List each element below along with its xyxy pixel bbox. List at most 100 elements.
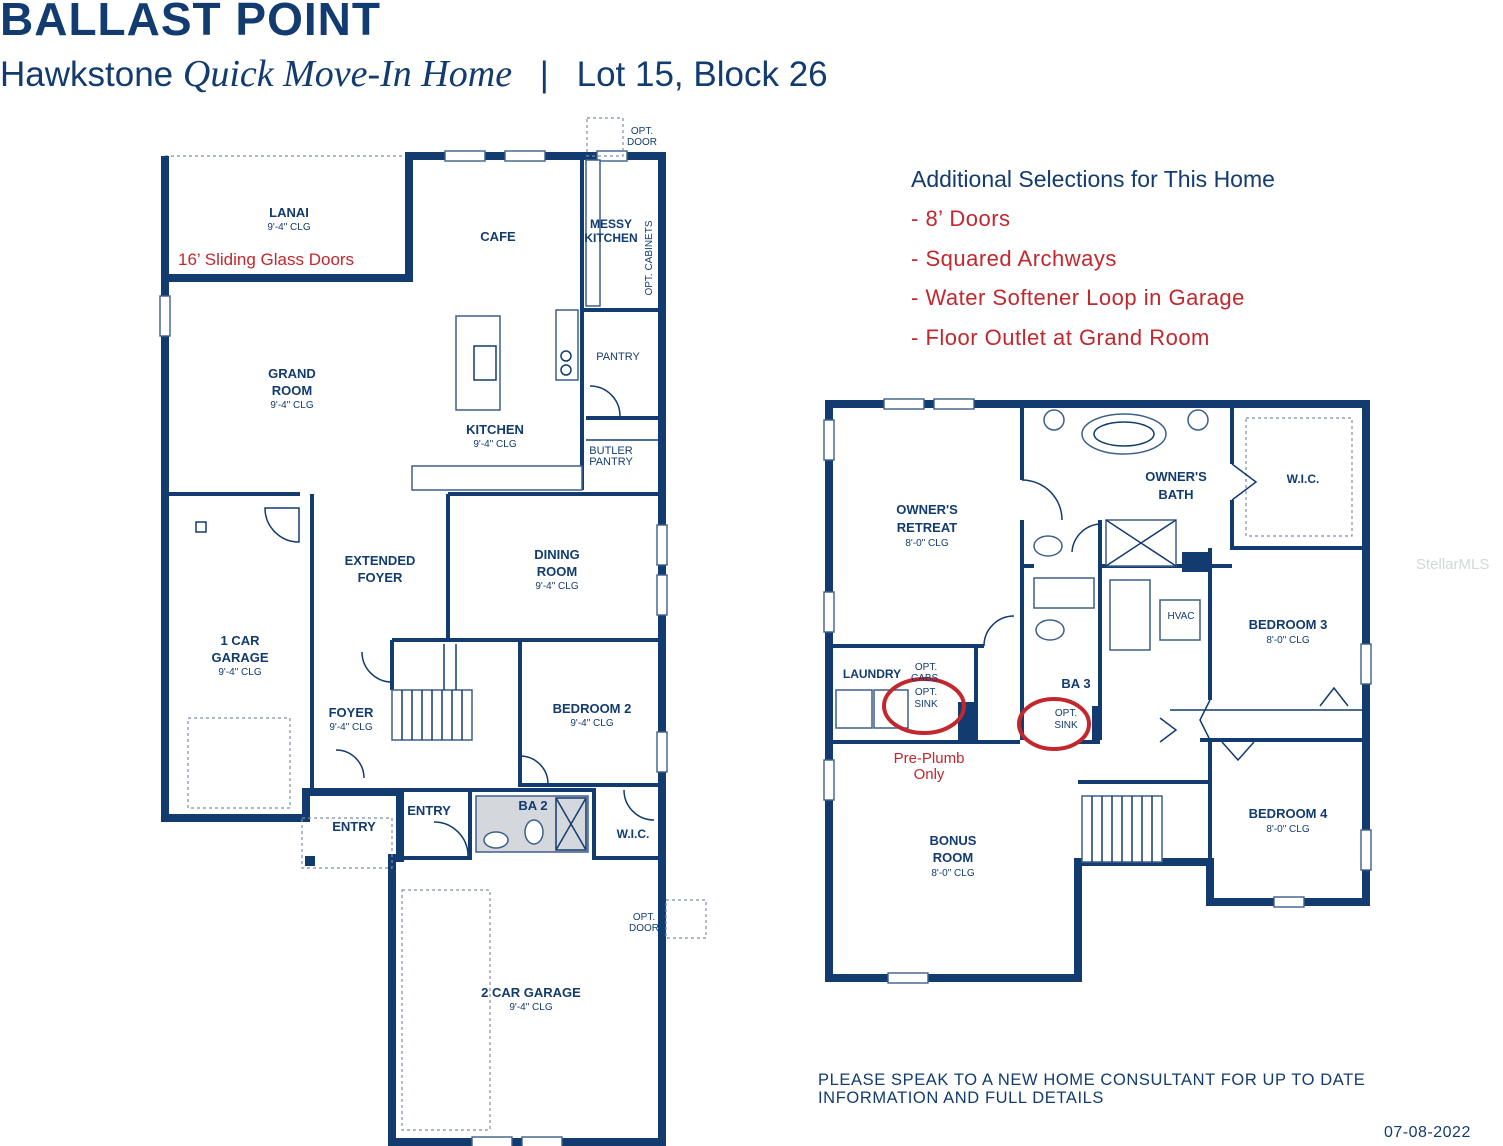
hvac-label: HVAC — [1167, 611, 1194, 622]
svg-text:9'-4" CLG: 9'-4" CLG — [329, 722, 372, 733]
opt-cabs-label-1: OPT. — [915, 662, 937, 673]
dining-room-label-1: DINING — [534, 547, 580, 562]
svg-text:FOYER: FOYER — [358, 570, 403, 585]
svg-text:1 CAR: 1 CAR — [220, 633, 260, 648]
svg-text:W.I.C.: W.I.C. — [617, 827, 650, 841]
page-subtitle: Hawkstone Quick Move-In Home | Lot 15, B… — [0, 52, 828, 96]
consultant-note: PLEASE SPEAK TO A NEW HOME CONSULTANT FO… — [818, 1071, 1458, 1107]
lanai-label: LANAI — [269, 205, 309, 220]
pre-plumb-callout-2: Only — [914, 766, 945, 783]
opt-sink-laundry-label-1: OPT. — [915, 687, 937, 698]
svg-text:ENTRY: ENTRY — [407, 803, 451, 818]
extended-foyer-label-1: EXTENDED — [345, 553, 416, 568]
laundry-sink-callout-circle — [882, 677, 966, 735]
svg-text:9'-4" CLG: 9'-4" CLG — [473, 439, 516, 450]
owners-bath-label-1: OWNER'S — [1145, 469, 1207, 484]
svg-text:OWNER'S: OWNER'S — [1145, 469, 1207, 484]
page-title: BALLAST POINT — [0, 0, 381, 45]
model-type: Quick Move-In Home — [182, 53, 513, 95]
svg-text:DINING: DINING — [534, 547, 580, 562]
owners-bath-label-2: BATH — [1158, 487, 1193, 502]
svg-text:8'-0" CLG: 8'-0" CLG — [1266, 824, 1309, 835]
bonus-room-clg: 8'-0" CLG — [931, 868, 974, 879]
bedroom4-label: BEDROOM 4 — [1249, 806, 1329, 821]
opt-door-top-label-1: OPT. — [631, 126, 653, 137]
watermark: StellarMLS — [1416, 556, 1490, 573]
ba3-label: BA 3 — [1061, 676, 1090, 691]
ba2-label: BA 2 — [518, 798, 547, 813]
svg-text:OPT.: OPT. — [915, 662, 937, 673]
foyer-clg: 9'-4" CLG — [329, 722, 372, 733]
svg-text:Only: Only — [914, 766, 945, 783]
butler-pantry-label-1: BUTLER — [589, 445, 632, 457]
svg-text:OPT. CABINETS: OPT. CABINETS — [644, 220, 655, 295]
svg-text:ROOM: ROOM — [537, 564, 577, 579]
model-name: Hawkstone — [0, 55, 174, 94]
entry-right-label: ENTRY — [407, 803, 451, 818]
svg-text:8'-0" CLG: 8'-0" CLG — [931, 868, 974, 879]
svg-text:BA 2: BA 2 — [518, 798, 547, 813]
svg-text:RETREAT: RETREAT — [897, 520, 957, 535]
selection-item: - Squared Archways — [911, 245, 1117, 271]
owners-retreat-label-1: OWNER'S — [896, 502, 958, 517]
ba3-sink-callout-circle — [1017, 697, 1091, 751]
kitchen-clg: 9'-4" CLG — [473, 439, 516, 450]
svg-text:9'-4" CLG: 9'-4" CLG — [267, 222, 310, 233]
garage2-label: 2 CAR GARAGE — [481, 985, 581, 1000]
opt-door-garage-label-1: OPT. — [633, 912, 655, 923]
opt-cabinets-label: OPT. CABINETS — [644, 220, 655, 295]
wic-second-label: W.I.C. — [1287, 472, 1320, 486]
entry-left-label: ENTRY — [332, 819, 376, 834]
extended-foyer-label-2: FOYER — [358, 570, 403, 585]
laundry-label: LAUNDRY — [843, 667, 901, 681]
selections-title: Additional Selections for This Home — [911, 166, 1275, 192]
opt-sink-ba3-label-1: OPT. — [1055, 708, 1077, 719]
svg-text:CABS.: CABS. — [911, 673, 941, 684]
svg-text:LAUNDRY: LAUNDRY — [843, 667, 901, 681]
svg-text:HVAC: HVAC — [1167, 611, 1194, 622]
svg-text:KITCHEN: KITCHEN — [584, 231, 637, 245]
svg-text:OPT.: OPT. — [915, 687, 937, 698]
pantry-label: PANTRY — [596, 351, 640, 363]
messy-kitchen-label-1: MESSY — [590, 217, 632, 231]
garage1-clg: 9'-4" CLG — [218, 667, 261, 678]
svg-text:8'-0" CLG: 8'-0" CLG — [1266, 635, 1309, 646]
svg-text:MESSY: MESSY — [590, 217, 632, 231]
bedroom4-clg: 8'-0" CLG — [1266, 824, 1309, 835]
svg-text:BA 3: BA 3 — [1061, 676, 1090, 691]
svg-text:BONUS: BONUS — [930, 833, 977, 848]
svg-text:OPT.: OPT. — [633, 912, 655, 923]
svg-text:9'-4" CLG: 9'-4" CLG — [535, 581, 578, 592]
svg-text:9'-4" CLG: 9'-4" CLG — [570, 718, 613, 729]
foyer-label: FOYER — [329, 705, 374, 720]
first-floor-plan — [159, 117, 707, 1146]
svg-text:DOOR: DOOR — [629, 923, 659, 934]
svg-text:BATH: BATH — [1158, 487, 1193, 502]
svg-text:16’ Sliding Glass Doors: 16’ Sliding Glass Doors — [178, 250, 354, 269]
svg-text:SINK: SINK — [914, 699, 938, 710]
bedroom3-label: BEDROOM 3 — [1249, 617, 1328, 632]
svg-text:OWNER'S: OWNER'S — [896, 502, 958, 517]
owners-retreat-label-2: RETREAT — [897, 520, 957, 535]
grand-room-label-1: GRAND — [268, 366, 316, 381]
consultant-note-line1: PLEASE SPEAK TO A NEW HOME CONSULTANT FO… — [818, 1071, 1366, 1089]
svg-text:LANAI: LANAI — [269, 205, 309, 220]
svg-text:BEDROOM 2: BEDROOM 2 — [553, 701, 632, 716]
svg-text:DOOR: DOOR — [627, 137, 657, 148]
svg-text:GRAND: GRAND — [268, 366, 316, 381]
grand-room-label-2: ROOM — [272, 383, 312, 398]
selection-item: - Water Softener Loop in Garage — [911, 285, 1245, 310]
svg-text:KITCHEN: KITCHEN — [466, 422, 524, 437]
opt-sink-laundry-label-2: SINK — [914, 699, 938, 710]
consultant-note-line2: INFORMATION AND FULL DETAILS — [818, 1089, 1105, 1107]
selections-list: - 8’ Doors - Squared Archways - Water So… — [911, 206, 1245, 364]
kitchen-label: KITCHEN — [466, 422, 524, 437]
svg-text:BEDROOM 3: BEDROOM 3 — [1249, 617, 1328, 632]
svg-text:OPT.: OPT. — [1055, 708, 1077, 719]
subtitle-separator: | — [539, 55, 549, 94]
svg-text:Pre-Plumb: Pre-Plumb — [894, 750, 965, 767]
svg-text:FOYER: FOYER — [329, 705, 374, 720]
svg-text:9'-4" CLG: 9'-4" CLG — [509, 1002, 552, 1013]
svg-text:ROOM: ROOM — [272, 383, 312, 398]
